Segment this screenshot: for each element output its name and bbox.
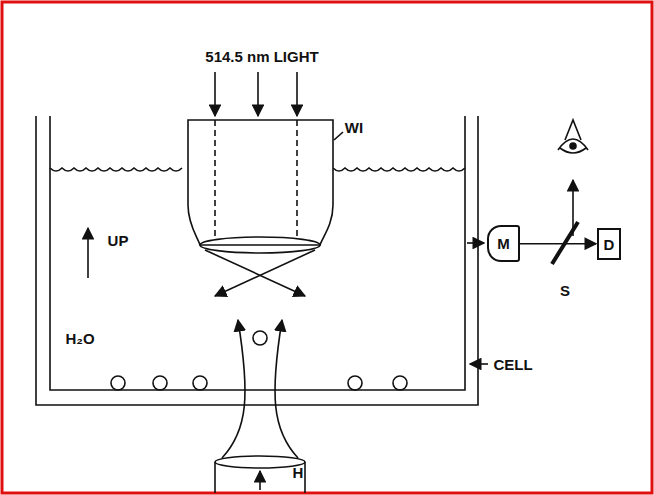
- focused-ray: [215, 250, 315, 296]
- lower-lens: [215, 456, 305, 468]
- bubble: [348, 376, 362, 390]
- cell-outer-wall: [36, 116, 478, 405]
- cell-inner-wall: [50, 116, 465, 390]
- light-arrow: [296, 72, 298, 116]
- bubble: [153, 376, 167, 390]
- microscope-box: M: [487, 225, 520, 262]
- bubble: [393, 376, 407, 390]
- water-surface: [50, 168, 182, 171]
- water-surface: [333, 168, 465, 171]
- view-arrow: [572, 180, 574, 236]
- part-label: S: [560, 283, 570, 298]
- objective-lens-element: [200, 237, 320, 253]
- bubble: [193, 376, 207, 390]
- bubble: [111, 376, 125, 390]
- light-arrow: [214, 72, 216, 116]
- eye: [558, 139, 588, 150]
- eye: [565, 120, 581, 140]
- light-arrow: [257, 72, 259, 116]
- eye-pupil: [570, 143, 576, 149]
- beam-arrow: [259, 471, 261, 490]
- trap-beam: [222, 320, 245, 458]
- node-text: M: [497, 236, 510, 251]
- part-label: WI: [345, 120, 363, 135]
- leader-line: [334, 132, 343, 140]
- part-label: H: [293, 465, 304, 480]
- leader-arrow: [470, 363, 488, 365]
- up-arrow: [87, 228, 89, 278]
- detector-box: D: [597, 228, 621, 260]
- part-label: CELL: [493, 357, 532, 372]
- scatter-arrow: [467, 242, 484, 244]
- wavelength-label: 514.5 nm LIGHT: [205, 49, 318, 64]
- trap-beam: [275, 320, 298, 458]
- node-text: D: [604, 237, 615, 252]
- focused-ray: [205, 250, 305, 296]
- trapped-bubble: [253, 331, 267, 345]
- beam-edge: [214, 120, 216, 240]
- medium-label: H₂O: [65, 331, 94, 346]
- beam-edge: [214, 462, 216, 493]
- beam-edge: [304, 462, 306, 493]
- beam-path: [520, 243, 596, 245]
- beam-edge: [296, 120, 298, 240]
- objective-lens: [188, 120, 333, 245]
- direction-label: UP: [108, 233, 129, 248]
